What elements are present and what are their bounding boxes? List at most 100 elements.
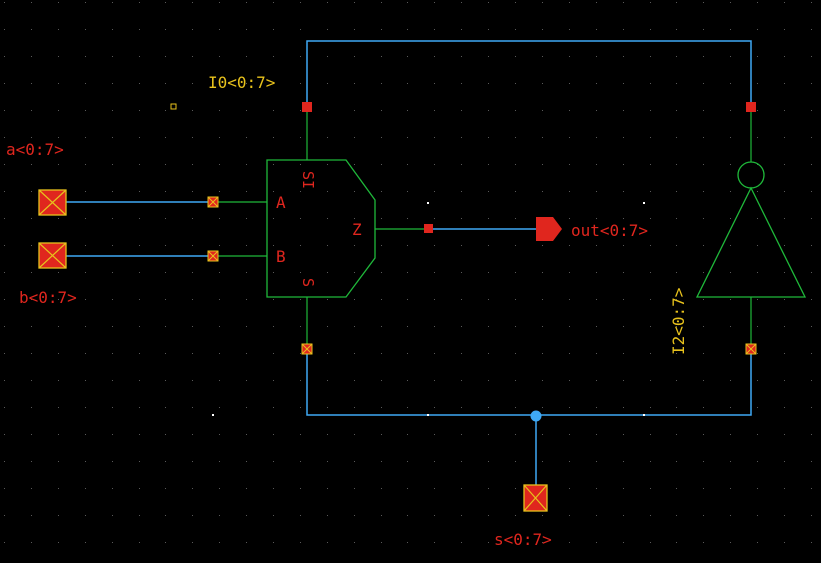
grid-dot xyxy=(327,137,328,138)
grid-dot xyxy=(165,353,166,354)
grid-dot xyxy=(192,488,193,489)
grid-dot xyxy=(703,29,704,30)
grid-dot xyxy=(461,461,462,462)
grid-dot xyxy=(811,380,812,381)
instance-name-mux: I0<0:7> xyxy=(208,73,275,92)
grid-dot xyxy=(434,326,435,327)
grid-dot xyxy=(784,29,785,30)
grid-dot xyxy=(192,434,193,435)
grid-dot xyxy=(650,380,651,381)
grid-dots xyxy=(4,2,812,543)
stray-marker xyxy=(170,103,177,110)
grid-dot xyxy=(31,380,32,381)
grid-dot xyxy=(4,191,5,192)
grid-dot xyxy=(703,137,704,138)
grid-dot xyxy=(784,56,785,57)
grid-dot xyxy=(4,110,5,111)
grid-dot xyxy=(85,245,86,246)
wire-top-loop[interactable] xyxy=(306,40,752,107)
grid-dot xyxy=(354,272,355,273)
grid-dot xyxy=(811,164,812,165)
grid-dot xyxy=(300,407,301,408)
grid-dot xyxy=(58,2,59,3)
grid-dot xyxy=(461,164,462,165)
grid-dot xyxy=(650,434,651,435)
grid-dot xyxy=(650,299,651,300)
grid-dot xyxy=(139,488,140,489)
grid-dot xyxy=(354,407,355,408)
grid-dot xyxy=(623,461,624,462)
grid-dot xyxy=(354,191,355,192)
stray-dots xyxy=(212,202,645,416)
mux-symbol[interactable] xyxy=(266,159,376,298)
grid-dot xyxy=(434,353,435,354)
grid-dot xyxy=(703,191,704,192)
grid-dot xyxy=(192,272,193,273)
grid-dot xyxy=(165,218,166,219)
grid-dot xyxy=(139,515,140,516)
grid-dot xyxy=(488,461,489,462)
inverter-symbol[interactable] xyxy=(695,161,807,298)
grid-dot xyxy=(165,56,166,57)
grid-dot xyxy=(623,407,624,408)
grid-dot xyxy=(811,245,812,246)
pin-b-icon[interactable] xyxy=(38,242,67,269)
grid-dot xyxy=(300,191,301,192)
grid-dot xyxy=(246,515,247,516)
grid-dot xyxy=(434,191,435,192)
grid-dot xyxy=(300,353,301,354)
wire-junction xyxy=(530,410,542,422)
grid-dot xyxy=(407,461,408,462)
grid-dot xyxy=(650,164,651,165)
pin-out-icon[interactable] xyxy=(536,217,562,241)
grid-dot xyxy=(246,218,247,219)
grid-dot xyxy=(112,191,113,192)
grid-dot xyxy=(354,2,355,3)
grid-dot xyxy=(596,83,597,84)
grid-dot xyxy=(4,218,5,219)
grid-dot xyxy=(407,191,408,192)
grid-dot xyxy=(757,29,758,30)
grid-dot xyxy=(381,29,382,30)
grid-dot xyxy=(4,326,5,327)
grid-dot xyxy=(112,110,113,111)
device-stubs xyxy=(213,107,752,349)
pin-s-icon[interactable] xyxy=(523,484,548,512)
grid-dot xyxy=(273,245,274,246)
grid-dot xyxy=(434,407,435,408)
grid-dot xyxy=(784,407,785,408)
grid-dot xyxy=(703,272,704,273)
grid-dot xyxy=(31,164,32,165)
grid-dot xyxy=(85,407,86,408)
grid-dot xyxy=(757,164,758,165)
grid-dot xyxy=(381,191,382,192)
grid-dot xyxy=(246,542,247,543)
grid-dot xyxy=(488,245,489,246)
grid-dot xyxy=(461,137,462,138)
grid-dot xyxy=(650,461,651,462)
grid-dot xyxy=(488,299,489,300)
grid-dot xyxy=(461,542,462,543)
grid-dot xyxy=(811,299,812,300)
grid-dot xyxy=(488,56,489,57)
grid-dot xyxy=(139,191,140,192)
grid-dot xyxy=(4,434,5,435)
grid-dot xyxy=(515,191,516,192)
grid-dot xyxy=(569,164,570,165)
grid-dot xyxy=(139,542,140,543)
grid-dot xyxy=(434,2,435,3)
grid-dot xyxy=(488,380,489,381)
pin-a-icon[interactable] xyxy=(38,189,67,216)
grid-dot xyxy=(784,461,785,462)
grid-dot xyxy=(165,272,166,273)
grid-dot xyxy=(407,218,408,219)
grid-dot xyxy=(757,461,758,462)
grid-dot xyxy=(192,218,193,219)
grid-dot xyxy=(515,29,516,30)
grid-dot xyxy=(139,299,140,300)
grid-dot xyxy=(757,2,758,3)
grid-dot xyxy=(58,164,59,165)
grid-dot xyxy=(327,2,328,3)
wire-bottom-loop[interactable] xyxy=(306,349,752,416)
